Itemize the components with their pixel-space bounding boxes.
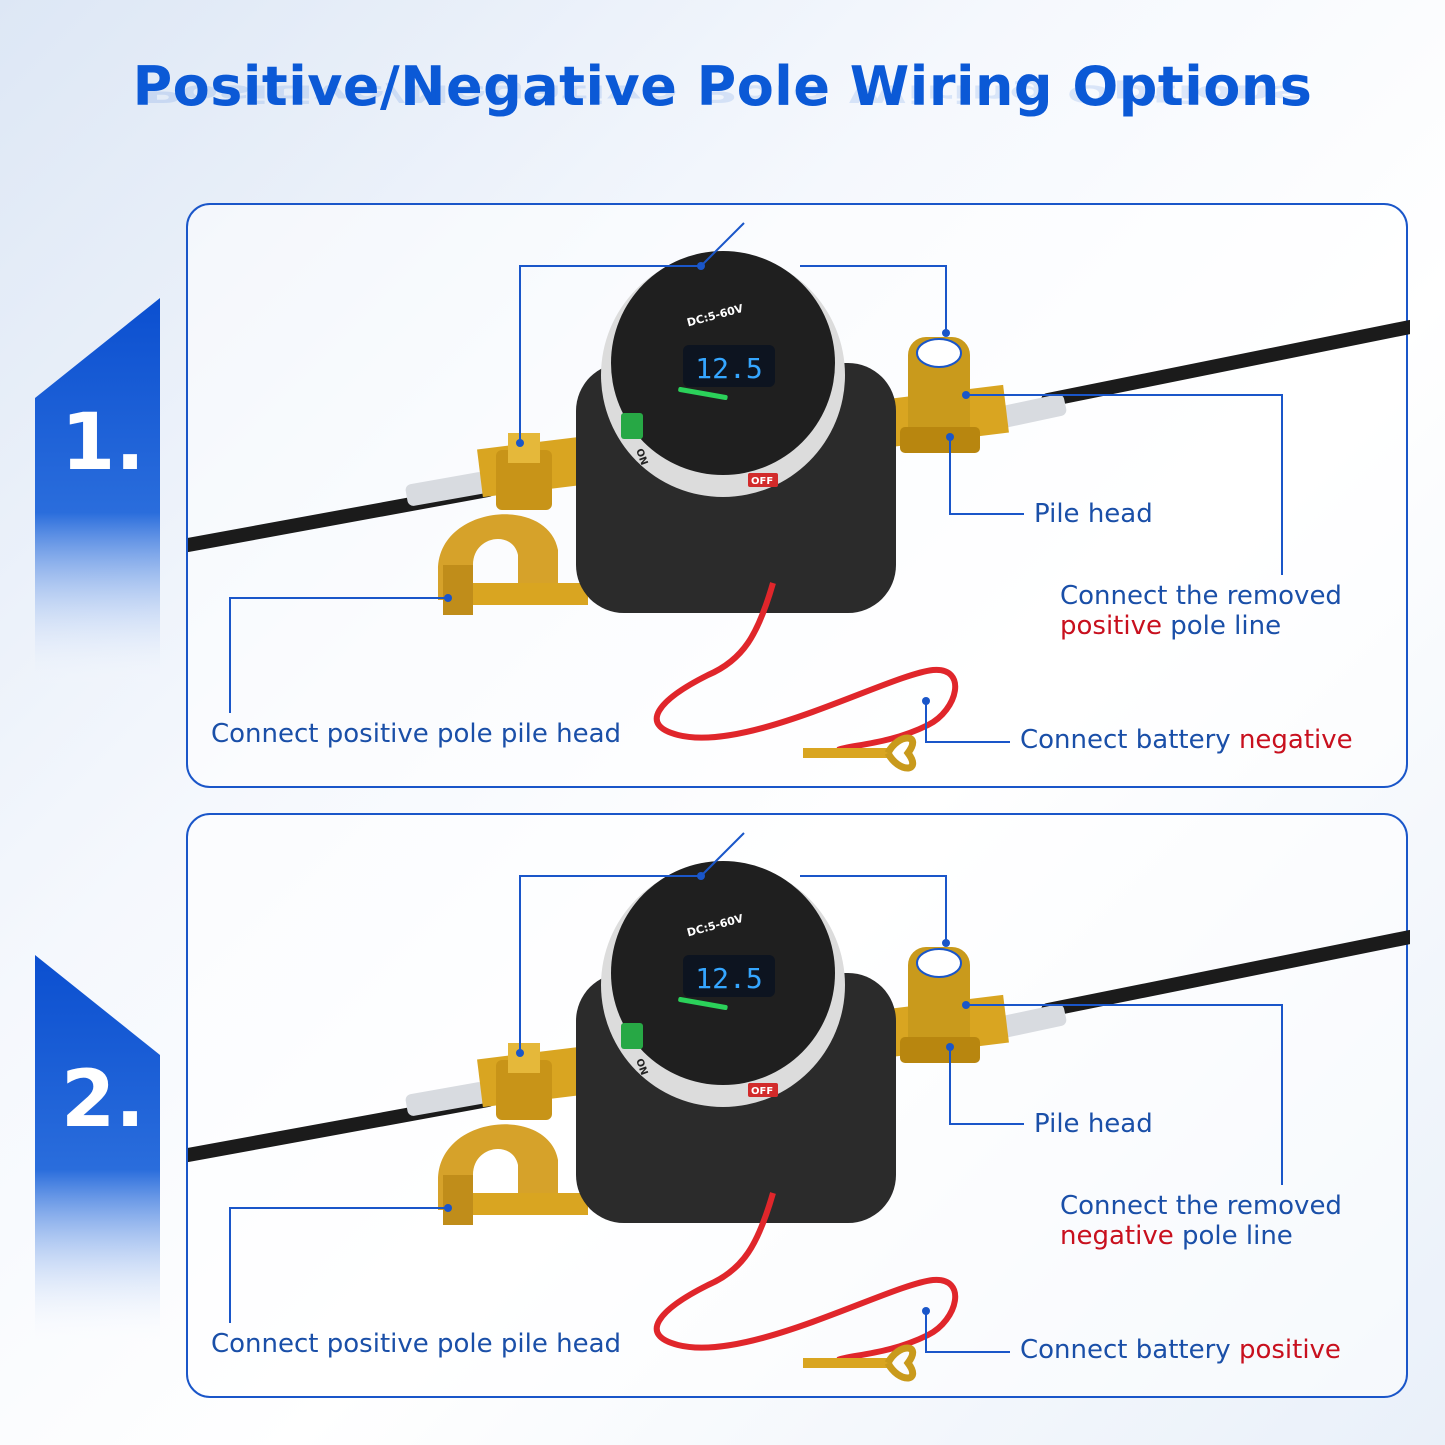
label-removed-pole-line: Connect the removed positive pole line [1060,581,1342,641]
wiring-panel-1: 12.5 DC:5-60V ON OFF Pile head Connect t… [186,203,1410,788]
callout-line-top-right [800,265,947,333]
red-wire [653,582,959,753]
callout-dot [922,697,930,705]
label-pile-head: Pile head [1034,499,1153,529]
step-badge-2: 2. [35,955,160,1345]
label-removed-line-suffix: pole line [1173,1221,1293,1251]
callout-dot [942,939,950,947]
on-indicator-bar [678,387,728,400]
terminal-stud-left [508,433,540,463]
pole-polarity-highlight: negative [1060,1221,1174,1251]
off-tag [748,473,778,487]
callout-line-pile-head [949,1047,1024,1125]
callout-line-top-diagonal [700,832,745,877]
off-tag [748,1083,778,1097]
callout-dot [946,433,954,441]
on-tag [621,413,643,439]
page-title: Positive/Negative Pole Wiring Options [132,55,1313,118]
label-removed-line-2: positive pole line [1060,611,1342,641]
callout-line-battery [925,701,1010,743]
callout-line-pole-pile-head [229,597,448,713]
lcd-reading: 12.5 [695,962,762,995]
callout-line-pole-pile-head [229,1207,448,1323]
dial-on-label: ON [633,447,649,467]
callout-dot [942,329,950,337]
callout-line-removed-pole [966,1004,1283,1185]
callout-dot [444,1204,452,1212]
callout-dot [697,262,705,270]
pole-polarity-highlight: positive [1060,611,1162,641]
label-battery-prefix: Connect battery [1020,725,1239,755]
terminal-nut-left [496,450,552,510]
step-badge-1: 1. [35,298,160,688]
callout-dot [697,872,705,880]
lcd-screen [683,955,775,997]
dial-off-label: OFF [751,476,773,487]
callout-dot [962,391,970,399]
label-removed-pole-line: Connect the removed negative pole line [1060,1191,1342,1251]
post-base [900,1037,980,1063]
callout-dot [516,1049,524,1057]
red-wire [653,1192,959,1363]
clamp-block [443,565,473,615]
post-base [900,427,980,453]
label-battery-connection: Connect battery positive [1020,1335,1341,1365]
step-number: 1. [61,398,145,488]
callout-line-top-left [519,875,701,1053]
callout-line-removed-pole [966,394,1283,575]
battery-polarity-highlight: negative [1238,725,1353,755]
terminal-nut-left [496,1060,552,1120]
on-indicator-bar [678,997,728,1010]
lcd-reading: 12.5 [695,352,762,385]
terminal-stud-left [508,1043,540,1073]
callout-line-top-left [519,265,701,443]
callout-dot [962,1001,970,1009]
callout-dot [922,1307,930,1315]
step-badge-shape [35,298,160,688]
fork-terminal [884,1344,917,1382]
dial-on-label: ON [633,1057,649,1077]
cable-right [1041,930,1410,1017]
callout-line-battery [925,1311,1010,1353]
step-number: 2. [61,1055,145,1145]
callout-line-top-diagonal [700,222,745,267]
callout-dot [444,594,452,602]
clamp-bolt [473,1193,588,1215]
label-removed-line-1: Connect the removed [1060,1191,1342,1221]
lcd-screen [683,345,775,387]
label-battery-connection: Connect battery negative [1020,725,1353,755]
clamp-bolt [473,583,588,605]
callout-dot [516,439,524,447]
post-cap [916,338,962,368]
wiring-panel-2: 12.5 DC:5-60V ON OFF Pile head Connect t… [186,813,1410,1398]
cable-ferrule-left [405,1082,487,1116]
page-title-reflection: Positive/Negative Pole Wiring Options [141,79,1304,108]
wiring-illustration: 12.5 DC:5-60V ON OFF [188,832,1410,1382]
dial-off-label: OFF [751,1086,773,1097]
pile-head-post [908,947,970,1057]
wiring-illustration: 12.5 DC:5-60V ON OFF [188,222,1410,772]
label-removed-line-1: Connect the removed [1060,581,1342,611]
label-pole-pile-head: Connect positive pole pile head [211,719,622,749]
cable-ferrule-left [405,472,487,506]
cable-right [1041,320,1410,407]
step-badge-shape [35,955,160,1345]
pile-head-post [908,337,970,447]
callout-dot [946,1043,954,1051]
callout-line-pile-head [949,437,1024,515]
label-pile-head: Pile head [1034,1109,1153,1139]
callout-line-top-right [800,875,947,943]
battery-polarity-highlight: positive [1238,1335,1341,1365]
clamp-block [443,1175,473,1225]
fork-terminal [884,734,917,772]
label-battery-prefix: Connect battery [1020,1335,1239,1365]
on-tag [621,1023,643,1049]
label-removed-line-suffix: pole line [1161,611,1282,641]
label-removed-line-2: negative pole line [1060,1221,1342,1251]
label-pole-pile-head: Connect positive pole pile head [211,1329,622,1359]
post-cap [916,948,962,978]
